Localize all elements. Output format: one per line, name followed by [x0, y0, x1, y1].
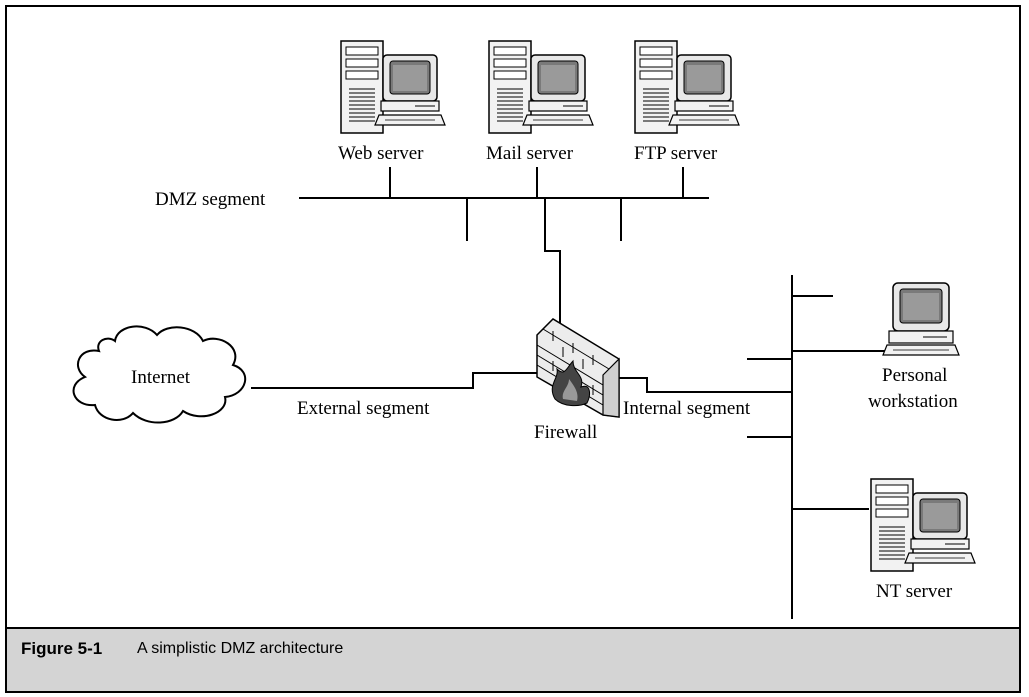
figure-caption-text: A simplistic DMZ architecture — [137, 640, 344, 657]
personal-workstation-label-1: Personal — [882, 365, 947, 386]
web-server-icon — [340, 40, 446, 134]
network-diagram: Web server Mail server FTP server DMZ se… — [72, 40, 976, 619]
web-server-label: Web server — [338, 143, 424, 164]
nt-server-label: NT server — [876, 581, 953, 602]
mail-server-icon — [488, 40, 594, 134]
dmz-segment-label: DMZ segment — [155, 189, 266, 210]
figure-frame: Web server Mail server FTP server DMZ se… — [5, 5, 1021, 693]
diagram-area: Web server Mail server FTP server DMZ se… — [7, 7, 1019, 627]
firewall-to-dmz-link — [544, 198, 561, 341]
nt-server-icon — [870, 478, 976, 572]
personal-workstation-icon — [882, 282, 960, 356]
figure-caption: Figure 5-1 A simplistic DMZ architecture — [7, 627, 1019, 691]
external-segment-label: External segment — [297, 398, 430, 419]
ftp-server-icon — [634, 40, 740, 134]
ftp-server-label: FTP server — [634, 143, 718, 164]
mail-server-label: Mail server — [486, 143, 574, 164]
firewall-label: Firewall — [534, 422, 597, 443]
figure-number: Figure 5-1 — [21, 639, 103, 658]
external-segment-line — [251, 372, 537, 389]
internal-segment-label: Internal segment — [623, 398, 751, 419]
firewall-icon — [536, 318, 620, 418]
internet-label: Internet — [131, 367, 191, 388]
internal-segment-line — [619, 377, 792, 393]
personal-workstation-label-2: workstation — [868, 391, 958, 412]
internet-cloud — [72, 325, 247, 424]
